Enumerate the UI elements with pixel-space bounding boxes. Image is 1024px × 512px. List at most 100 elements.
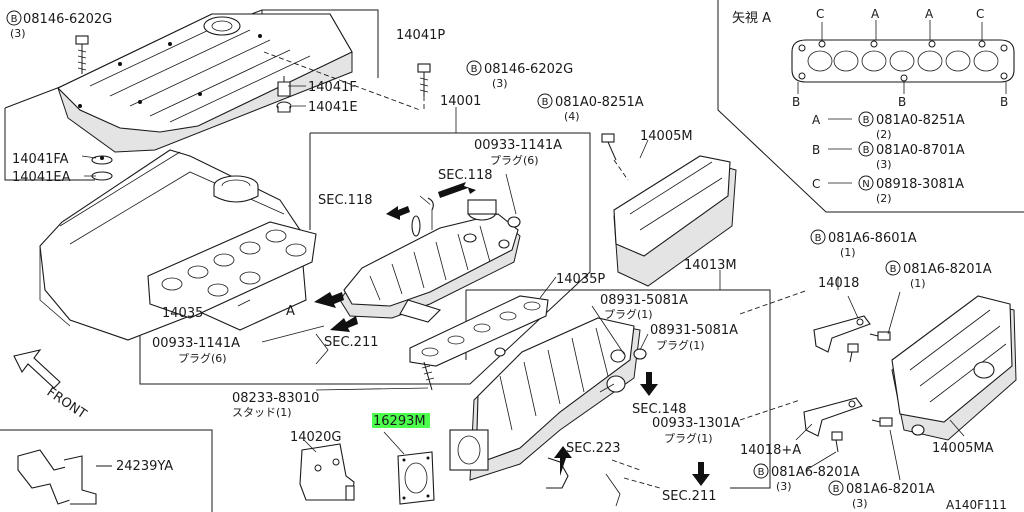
circled-letter: B [471, 64, 478, 75]
legend-key-A: A [812, 113, 821, 127]
circled-letter: B [758, 467, 765, 478]
label-flange-B: B [898, 95, 906, 109]
bolt-icon [75, 35, 89, 74]
label-14018: 14018 [818, 276, 859, 291]
label-sec-211: SEC.211 [324, 335, 379, 350]
label-qty: (1) [840, 246, 856, 259]
legend-key-B: B [812, 143, 820, 157]
label-14001: 14001 [440, 94, 481, 109]
label-qty: (2) [876, 128, 892, 141]
label-qty: (3) [776, 480, 792, 493]
label-flange-B: B [792, 95, 800, 109]
circled-letter: B [542, 97, 549, 108]
label-14035P: 14035P [556, 272, 605, 287]
label-plug-08931-5081A: 08931-5081A [600, 293, 688, 308]
label-stud-08233-83010: 08233-83010 [232, 391, 319, 406]
rocker-cover-14041P [57, 13, 353, 153]
label-flange-C: C [976, 7, 984, 21]
label-flange-C: C [816, 7, 824, 21]
intake-collector-14001 [339, 195, 521, 323]
label-14041P: 14041P [396, 28, 445, 43]
label-bolt-081A0-8251A: 081A0-8251A [555, 95, 644, 110]
label-qty: (3) [10, 27, 26, 40]
label-14013M: 14013M [684, 258, 737, 273]
label-flange-A: A [871, 7, 880, 21]
label-sec-223: SEC.223 [566, 441, 621, 456]
plug-icon [507, 216, 521, 228]
bracket-14020G [299, 443, 355, 501]
label-24239YA: 24239YA [116, 459, 173, 474]
label-qty: (3) [492, 77, 508, 90]
label-arrow-A: A [286, 304, 295, 319]
label-sec-211: SEC.211 [662, 489, 717, 504]
circled-letter: B [863, 145, 870, 156]
label-14041FA: 14041FA [12, 152, 69, 167]
label-14035: 14035 [162, 306, 203, 321]
label-qty: (2) [876, 192, 892, 205]
circled-letter: B [815, 233, 822, 244]
legend-bolt-081A0-8701A: 081A0-8701A [876, 143, 965, 158]
label-14041E: 14041E [308, 100, 358, 115]
label-sec-118: SEC.118 [318, 193, 373, 208]
circled-n-icon [858, 175, 874, 191]
legend-key-C: C [812, 177, 820, 191]
label-bolt-081A6-8201A: 081A6-8201A [846, 482, 935, 497]
washer-icon [91, 155, 113, 181]
diagram-code: A140F111 [946, 498, 1007, 512]
front-arrow-icon [13, 349, 61, 389]
stud-icon [421, 361, 435, 391]
intake-manifold-14013M [449, 317, 641, 489]
label-bolt-08146-6202G: 08146-6202G [23, 12, 112, 27]
plug-icon [606, 348, 647, 393]
highlight-16293M [372, 413, 430, 428]
label-14005MA: 14005MA [932, 441, 994, 456]
label-qty: (3) [876, 158, 892, 171]
arrow-icon [314, 182, 710, 486]
legend-bolt-081A0-8251A: 081A0-8251A [876, 113, 965, 128]
leader-lines [81, 85, 965, 507]
label-flange-A: A [925, 7, 934, 21]
label-sec-148: SEC.148 [632, 402, 687, 417]
label-stud-qty: スタッド(1) [232, 406, 292, 419]
label-flange-B: B [1000, 95, 1008, 109]
label-sec-118: SEC.118 [438, 168, 493, 183]
label-front: FRONT [44, 385, 89, 422]
label-plug-qty: プラグ(6) [178, 351, 227, 365]
circled-letter: B [11, 14, 18, 25]
label-bolt-08146-6202G: 08146-6202G [484, 62, 573, 77]
label-view-A-title: 矢視 A [732, 11, 771, 26]
label-plug-00933-1141A: 00933-1141A [474, 138, 562, 153]
flange-view-A [791, 39, 1015, 83]
label-qty: (3) [852, 497, 868, 510]
label-16293M: 16293M [373, 414, 426, 429]
gasket-14035 [147, 221, 317, 319]
circled-letter: B [890, 264, 897, 275]
label-plug-qty: プラグ(6) [490, 153, 539, 167]
heat-shield-14005MA [891, 295, 1017, 441]
manifold-cover-14005M [613, 155, 737, 287]
label-plug-qty: プラグ(1) [664, 431, 713, 445]
grommet-icon [276, 76, 292, 113]
gasket-16293M [397, 451, 435, 505]
bolt-icon [417, 63, 431, 96]
label-14020G: 14020G [290, 430, 341, 445]
legend-nut-08918-3081A: 08918-3081A [876, 177, 964, 192]
label-14005M: 14005M [640, 129, 693, 144]
label-bolt-081A6-8201A: 081A6-8201A [771, 465, 860, 480]
label-plug-qty: プラグ(1) [604, 307, 653, 321]
label-bolt-081A6-8601A: 081A6-8601A [828, 231, 917, 246]
label-qty: (1) [910, 277, 926, 290]
circled-letter: N [862, 179, 869, 190]
bolt-icon [601, 133, 617, 161]
circled-b-icons [6, 10, 901, 496]
label-plug-qty: プラグ(1) [656, 338, 705, 352]
label-plug-00933-1141A: 00933-1141A [152, 336, 240, 351]
bracket-14018A [803, 397, 893, 453]
label-14041EA: 14041EA [12, 170, 71, 185]
label-qty: (4) [564, 110, 580, 123]
circled-letter: B [833, 484, 840, 495]
bracket-24239YA [17, 449, 97, 505]
